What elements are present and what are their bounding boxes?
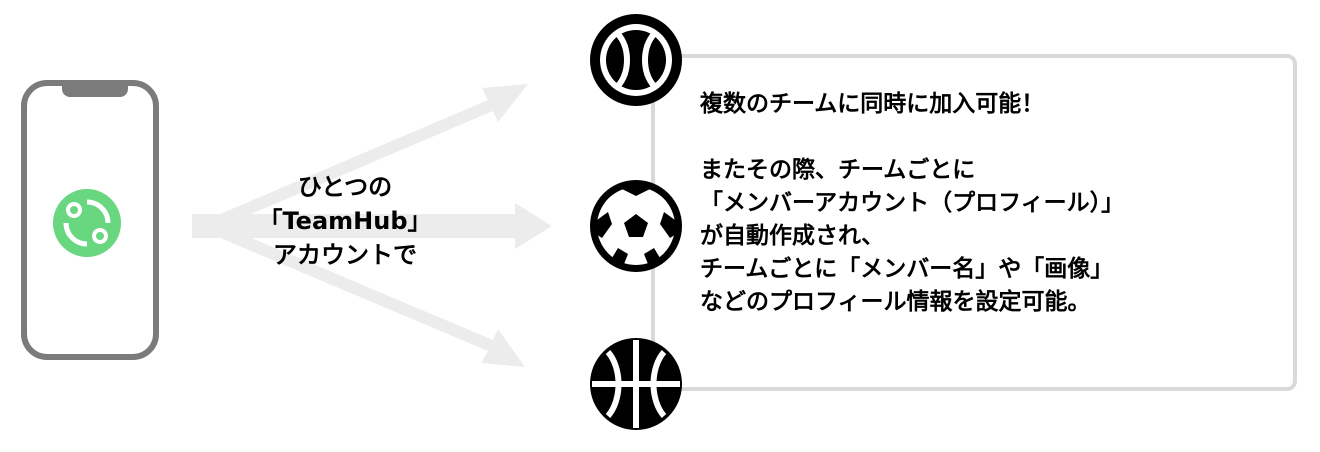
teamhub-app-icon bbox=[53, 189, 121, 257]
center-label-line2: 「TeamHub」 bbox=[258, 207, 432, 235]
info-text: 複数のチームに同時に加入可能！ またその際、チームごとに 「メンバーアカウント（… bbox=[700, 88, 1124, 319]
center-label-line3: アカウントで bbox=[273, 241, 417, 269]
info-line7: などのプロフィール情報を設定可能。 bbox=[700, 289, 1091, 315]
center-label: ひとつの 「TeamHub」 アカウントで bbox=[240, 170, 450, 272]
soccer-ball-icon bbox=[590, 180, 682, 272]
center-label-line1: ひとつの bbox=[297, 173, 393, 201]
info-line2 bbox=[700, 121, 1124, 154]
info-line6: チームごとに「メンバー名」や「画像」 bbox=[700, 256, 1114, 282]
info-line4: 「メンバーアカウント（プロフィール）」 bbox=[700, 190, 1125, 216]
arrow-middle bbox=[192, 203, 552, 249]
phone-notch bbox=[62, 80, 128, 97]
basketball-icon bbox=[590, 338, 682, 430]
info-box bbox=[651, 54, 1297, 391]
tennis-ball-icon bbox=[590, 14, 682, 106]
arrow-up bbox=[192, 84, 528, 237]
info-line1: 複数のチームに同時に加入可能！ bbox=[700, 91, 1045, 117]
info-line3: またその際、チームごとに bbox=[700, 157, 976, 183]
info-line5: が自動作成され、 bbox=[700, 223, 885, 249]
arrow-down bbox=[192, 215, 525, 367]
